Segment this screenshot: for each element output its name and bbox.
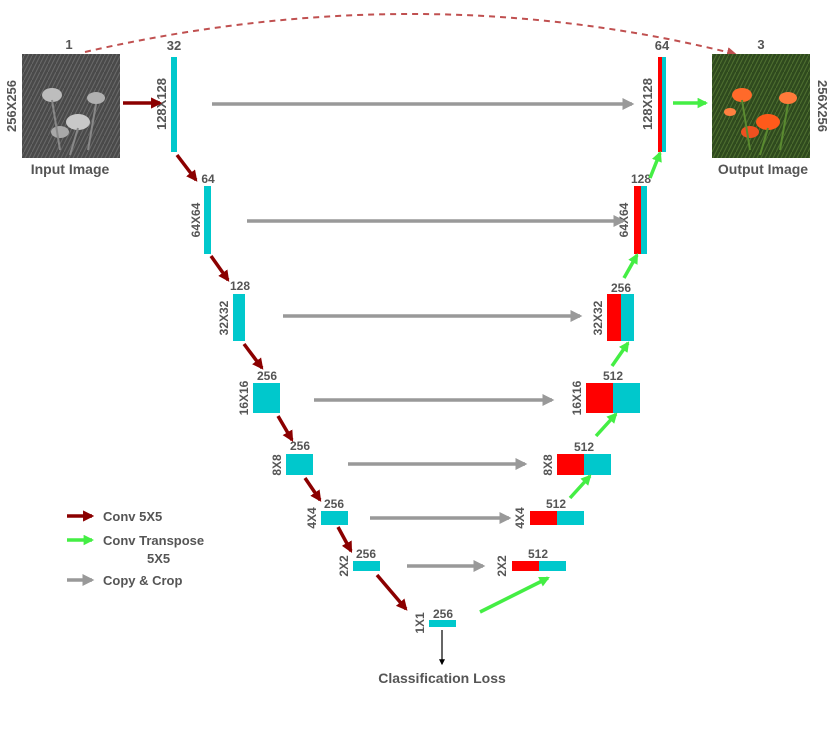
decoder-block-5: 512 8X8 [541,440,611,476]
decoder-block-4-concat [586,383,613,413]
convT-arrow-2 [568,474,592,500]
skip-dashed-arc [84,13,737,57]
decoder-block-1-feature [662,57,666,152]
decoder-block-5-size: 8X8 [541,454,555,476]
encoder-block-4-size: 16X16 [237,380,251,415]
decoder-block-6-feature [557,511,584,525]
encoder-block-3-size: 32X32 [217,300,231,335]
encoder-block-8-channels: 256 [433,607,453,621]
conv-arrow-3 [242,342,264,370]
decoder-block-7-channels: 512 [528,547,548,561]
decoder-block-3-channels: 256 [611,281,631,295]
output-image [712,54,810,158]
encoder-block-8-bar [429,620,456,627]
encoder-block-2-size: 64X64 [189,202,203,237]
encoder-block-4-bar [253,383,280,413]
decoder-block-5-concat [557,454,584,475]
convT-arrow-5 [622,253,639,279]
conv-arrow-2 [209,254,230,282]
encoder-block-5-size: 8X8 [270,454,284,476]
encoder-block-7-channels: 256 [356,547,376,561]
encoder-block-4: 256 16X16 [237,369,280,415]
decoder-block-5-feature [584,454,611,475]
decoder-block-1-size: 128X128 [640,78,655,130]
decoder-block-4-feature [613,383,640,413]
convT-arrow-6 [648,151,662,179]
decoder-block-5-channels: 512 [574,440,594,454]
decoder-block-4: 512 16X16 [570,369,640,415]
decoder-block-4-channels: 512 [603,369,623,383]
input-caption: Input Image [31,161,110,177]
decoder-block-2-channels: 128 [631,172,651,186]
encoder-block-1-bar [171,57,177,152]
decoder-block-6-size: 4X4 [513,507,527,529]
output-size: 256X256 [815,80,830,132]
encoder-block-6: 256 4X4 [305,497,348,529]
legend-conv-transpose-label: Conv Transpose [103,533,204,548]
decoder-block-6: 512 4X4 [513,497,584,529]
encoder-block-8: 256 1X1 [413,607,456,634]
input-image [22,54,120,158]
conv-arrow-4 [276,415,294,442]
legend-conv-label: Conv 5X5 [103,509,162,524]
decoder-block-1-channels: 64 [655,38,670,53]
conv-transpose-arrows [479,97,709,614]
encoder-block-6-channels: 256 [324,497,344,511]
convT-arrow-1 [479,576,550,614]
decoder-block-6-concat [530,511,557,525]
decoder-block-6-channels: 512 [546,497,566,511]
conv-arrow-7 [375,573,408,611]
legend-conv-transpose-label-2: 5X5 [147,551,170,566]
encoder-block-4-channels: 256 [257,369,277,383]
input-size: 256X256 [4,80,19,132]
encoder-block-3-bar [233,294,245,341]
decoder-block-3: 256 32X32 [591,281,634,341]
encoder-block-3: 128 32X32 [217,279,250,341]
encoder-block-3-channels: 128 [230,279,250,293]
decoder-block-7: 512 2X2 [495,547,566,577]
decoder-block-2-feature [641,186,647,254]
decoder-block-3-feature [621,294,634,341]
decoder-block-1: 64 128X128 [640,38,670,152]
encoder-block-7-size: 2X2 [337,555,351,577]
encoder-block-2-bar [204,186,211,254]
encoder-block-5: 256 8X8 [270,439,313,476]
conv-arrows [123,97,408,611]
encoder-block-6-size: 4X4 [305,507,319,529]
encoder-block-6-bar [321,511,348,525]
classification-loss-label: Classification Loss [378,670,506,686]
decoder-block-4-size: 16X16 [570,380,584,415]
encoder-block-5-channels: 256 [290,439,310,453]
decoder-block-3-concat [607,294,621,341]
legend-copy-crop-label: Copy & Crop [103,573,183,588]
encoder-block-5-bar [286,454,313,475]
copy-crop-arrows [212,98,635,572]
decoder-block-7-size: 2X2 [495,555,509,577]
encoder-block-7: 256 2X2 [337,547,380,577]
conv-arrow-1 [175,153,198,182]
input-flower-icon [42,88,105,156]
legend: Conv 5X5 Conv Transpose 5X5 Copy & Crop [67,509,204,588]
encoder-block-2-channels: 64 [201,172,215,186]
encoder-block-2: 64 64X64 [189,172,215,254]
decoder-block-7-feature [539,561,566,571]
output-flower-icon [724,88,797,156]
convT-arrow-3 [594,412,618,438]
input-channels: 1 [65,37,72,52]
encoder-block-1-channels: 32 [167,38,181,53]
output-caption: Output Image [718,161,808,177]
encoder-block-1: 32 128X128 [154,38,181,152]
decoder-block-1-concat [658,57,662,152]
encoder-block-7-bar [353,561,380,571]
decoder-block-3-size: 32X32 [591,300,605,335]
encoder-block-8-size: 1X1 [413,612,427,634]
conv-arrow-6 [336,526,353,553]
convT-arrow-4 [610,341,630,367]
output-channels: 3 [757,37,764,52]
conv-arrow-5 [303,477,322,502]
decoder-block-2-concat [634,186,641,254]
decoder-block-7-concat [512,561,539,571]
decoder-block-2: 128 64X64 [617,172,651,254]
